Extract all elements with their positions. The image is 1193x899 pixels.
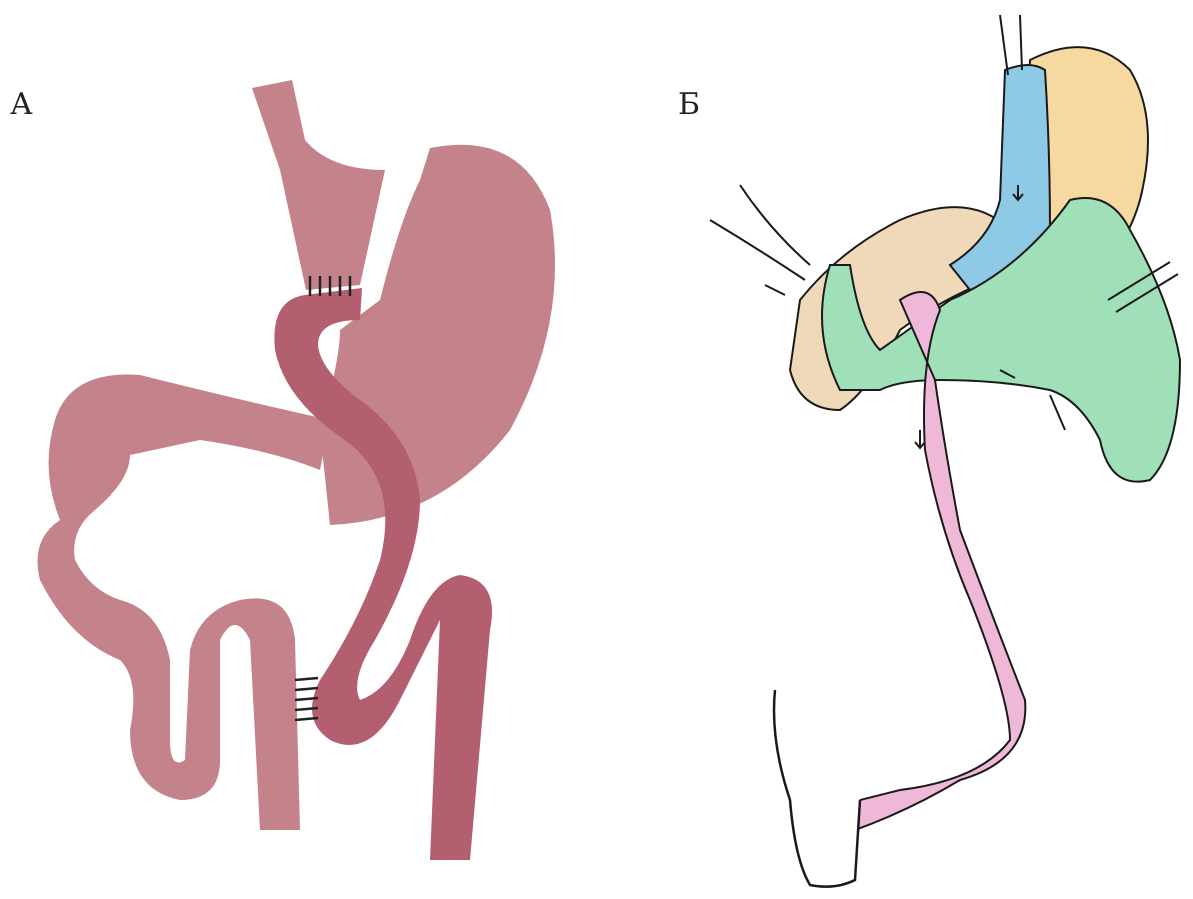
diagram-panel-b: Б [640, 0, 1193, 899]
hepatic-vessels [710, 185, 810, 295]
diagram-panel-a: А [0, 0, 640, 899]
duodenum [38, 375, 331, 830]
roux-schematic-illustration [0, 0, 640, 899]
distal-bowel [774, 690, 860, 887]
anatomical-sketch-illustration [640, 0, 1193, 899]
gastric-pouch [252, 80, 385, 290]
